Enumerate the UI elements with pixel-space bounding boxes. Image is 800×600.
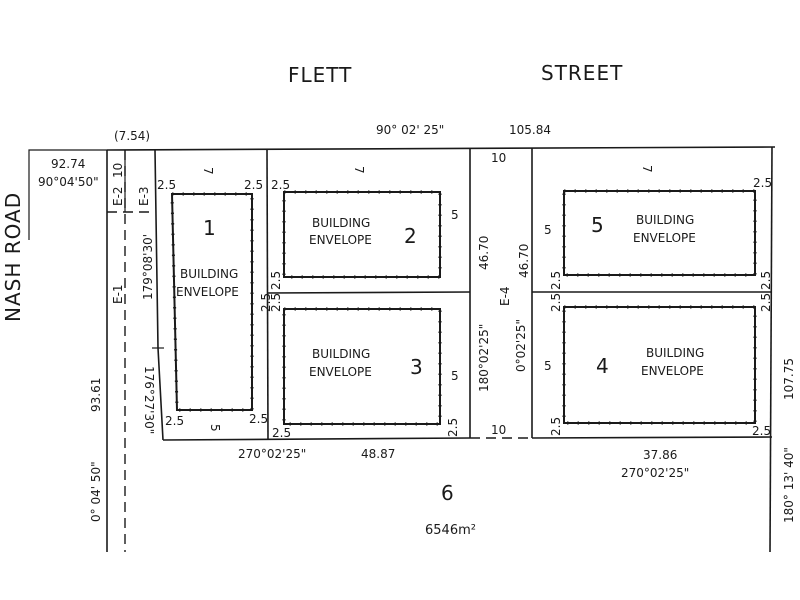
lot5-envelope-label-2: ENVELOPE [633, 231, 696, 245]
easement-e4-top-width: 10 [491, 151, 506, 165]
south-boundary-mid [162, 437, 471, 441]
easement-e1-label: E-1 [111, 284, 125, 304]
lot5-bottom-left: 2.5 [549, 271, 563, 290]
nw-length: 92.74 [51, 157, 85, 171]
lot6-area: 6546m² [425, 523, 476, 538]
lot2-rear-left: 2.5 [269, 271, 283, 290]
lot3-envelope-label-2: ENVELOPE [309, 365, 372, 379]
easement-e4-west-length: 46.70 [477, 236, 491, 270]
lot2-envelope-label-1: BUILDING [312, 216, 370, 230]
lot-6: 6 6546m² [425, 481, 476, 538]
easement-e4-west-bearing: 180°02'25" [477, 324, 491, 392]
easement-e4-east-length: 46.70 [517, 244, 531, 278]
lot1-east-boundary [266, 149, 269, 441]
lot3-rear-left: 2.5 [272, 426, 291, 440]
mid-south-length: 48.87 [361, 447, 395, 461]
lot-3: BUILDING ENVELOPE 3 2.5 2.5 5 2.5 2.5 [259, 293, 460, 440]
mid-south-bearing: 270°02'25" [238, 447, 306, 461]
lot2-lot3-divider [267, 291, 471, 294]
lot2-building-envelope [283, 191, 441, 278]
lot-2: BUILDING ENVELOPE 2 7 2.5 5 2.5 [269, 166, 459, 290]
lot3-envelope-label-1: BUILDING [312, 347, 370, 361]
lot2-front-setback: 7 [352, 166, 366, 174]
lot-1: 1 BUILDING ENVELOPE 7 2.5 2.5 5 2.5 2.5 [157, 167, 268, 432]
lot4-envelope-label-2: ENVELOPE [641, 364, 704, 378]
nw-bearing: 90°04'50" [38, 175, 99, 189]
top-bearing: 90° 02' 25" [376, 123, 444, 137]
south-boundary-east [531, 436, 773, 439]
nash-road-reserve-line [28, 149, 107, 240]
easement-e4-bottom-width: 10 [491, 423, 506, 437]
lot2-side-setback-left: 2.5 [271, 178, 290, 192]
lot1-rear-setback: 5 [208, 424, 222, 432]
lot1-envelope-ticks [170, 192, 254, 412]
lot1-rear-left: 2.5 [165, 414, 184, 428]
street-name-flett: FLETT [288, 63, 352, 87]
east-bearing: 180° 13' 40" [782, 447, 796, 523]
lot4-side-setback-left: 5 [544, 359, 552, 373]
lot5-side-setback-left: 5 [544, 223, 552, 237]
lot1-side-setback-left: 2.5 [157, 178, 176, 192]
boundary-east [769, 146, 773, 553]
road-name-nash: NASH ROAD [1, 192, 25, 322]
lot1-west-bearing-upper: 179°08'30' [141, 234, 155, 300]
lot4-bottom-left: 2.5 [549, 417, 563, 436]
lot5-envelope-label-1: BUILDING [636, 213, 694, 227]
lot5-front-setback: 7 [640, 165, 654, 173]
lot1-envelope-label-2: ENVELOPE [176, 285, 239, 299]
lot4-bottom-right: 2.5 [752, 424, 771, 438]
lot1-west-bearing-lower: 176°27'30" [142, 366, 156, 434]
corner-width: (7.54) [114, 129, 150, 143]
west-length: 93.61 [89, 378, 103, 412]
top-length: 105.84 [509, 123, 551, 137]
lot5-top-right: 2.5 [753, 176, 772, 190]
street-name-street: STREET [541, 61, 623, 85]
lot1-number: 1 [203, 216, 216, 240]
lot4-top-right: 2.5 [759, 293, 773, 312]
lot5-bottom-right: 2.5 [759, 271, 773, 290]
east-south-bearing: 270°02'25" [621, 466, 689, 480]
lot2-side-setback-right: 5 [451, 208, 459, 222]
lot4-number: 4 [596, 354, 609, 378]
lot3-number: 3 [410, 355, 423, 379]
lot5-envelope-ticks [562, 189, 757, 277]
lot-4: 4 BUILDING ENVELOPE 5 2.5 2.5 2.5 2.5 [544, 293, 773, 438]
lot4-envelope-label-1: BUILDING [646, 346, 704, 360]
east-length: 107.75 [782, 358, 796, 400]
lot3-side-setback-right: 5 [451, 369, 459, 383]
easement-e2-label: E-2 [111, 186, 125, 206]
lot-5: 5 BUILDING ENVELOPE 7 5 2.5 2.5 2.5 [544, 165, 773, 290]
easement-e4-east-bearing: 0°02'25" [514, 319, 528, 372]
lot1-side-setback-right: 2.5 [244, 178, 263, 192]
east-south-length: 37.86 [643, 448, 677, 462]
lot1-rear-right: 2.5 [249, 412, 268, 426]
lot5-number: 5 [591, 213, 604, 237]
lot3-top-left: 2.5 [269, 293, 283, 312]
boundary-top [106, 146, 776, 151]
easement-e2-width: 10 [111, 163, 125, 178]
lot2-envelope-label-2: ENVELOPE [309, 233, 372, 247]
lot4-top-left: 2.5 [549, 293, 563, 312]
lot3-rear-right: 2.5 [446, 418, 460, 437]
lot2-number: 2 [404, 224, 417, 248]
lot4-envelope-ticks [562, 305, 757, 425]
lot3-side-left: 2.5 [259, 293, 273, 312]
west-bearing: 0° 04' 50" [89, 461, 103, 522]
lot3-building-envelope [283, 308, 441, 425]
easement-e4-label: E-4 [498, 286, 512, 306]
easement-e3-label: E-3 [137, 186, 151, 206]
lot1-front-setback: 7 [201, 167, 215, 175]
lot6-number: 6 [441, 481, 454, 505]
lot1-envelope-label-1: BUILDING [180, 267, 238, 281]
